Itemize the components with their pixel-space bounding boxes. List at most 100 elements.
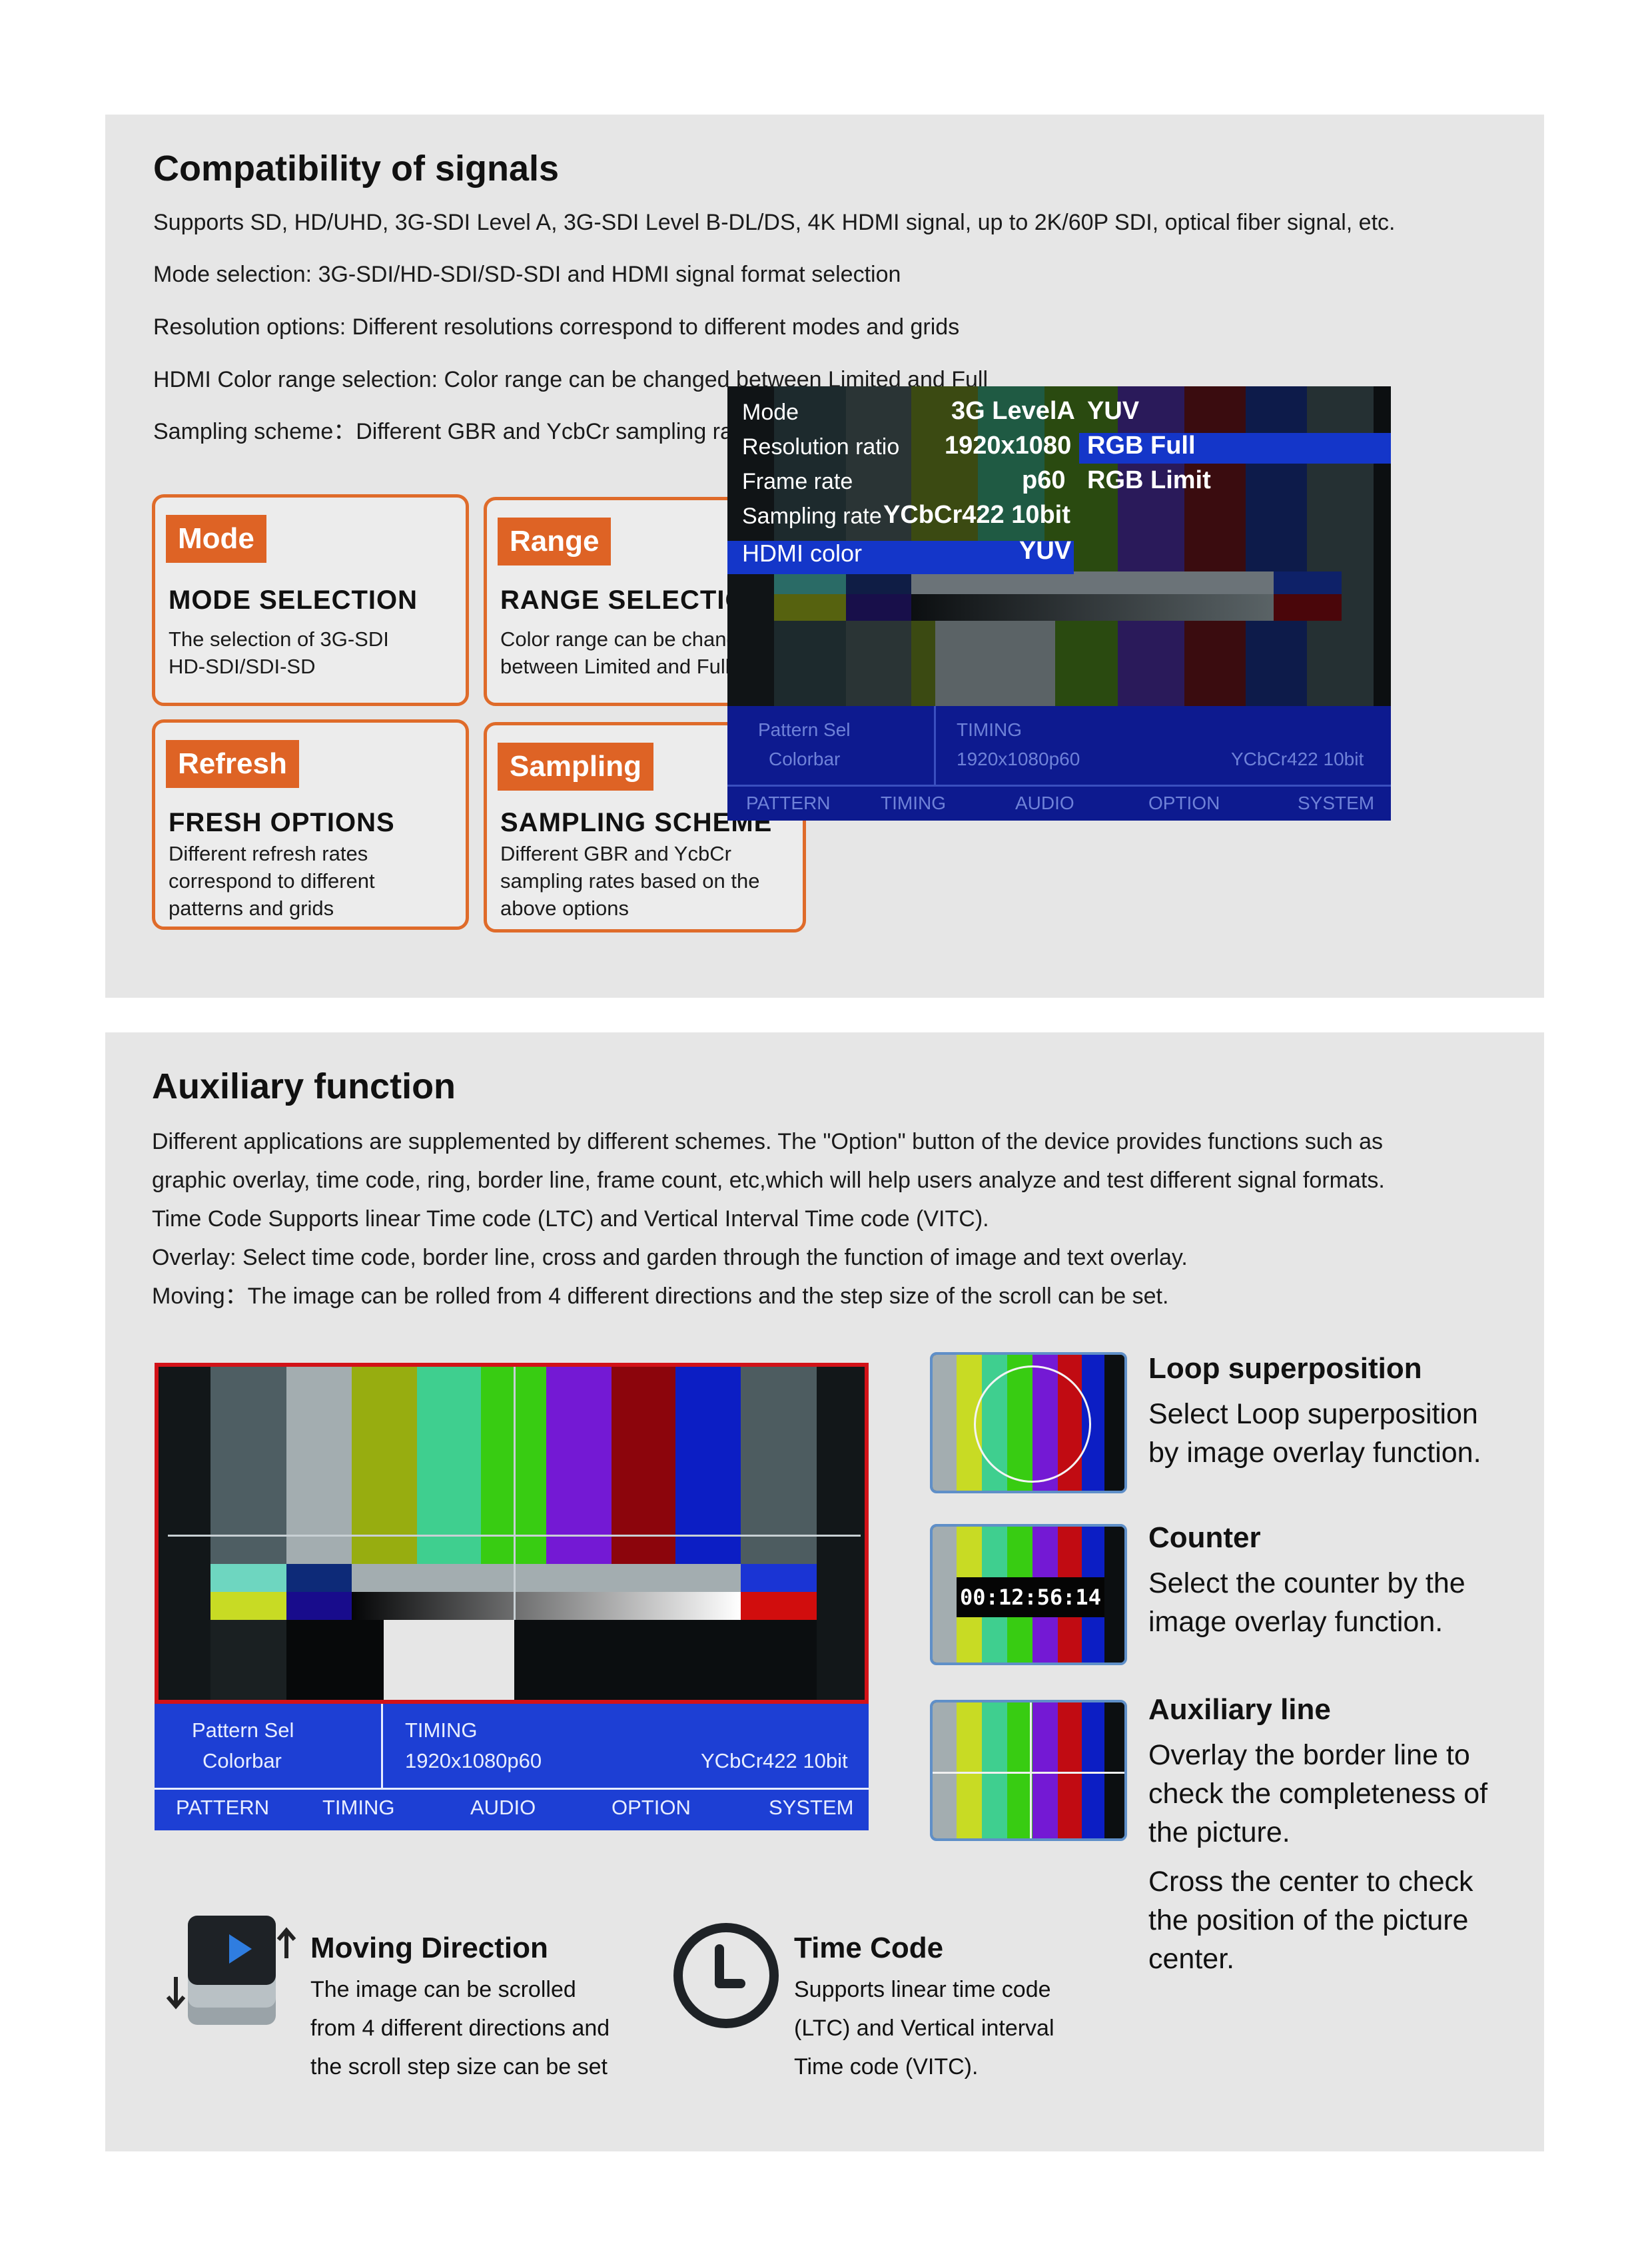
screen2-menu-pattern[interactable]: PATTERN	[176, 1796, 270, 1819]
screen1-menu-audio[interactable]: AUDIO	[1015, 793, 1074, 813]
mode-card-desc-1: The selection of 3G-SDI	[169, 627, 389, 651]
screen2-info-bar: Pattern Sel Colorbar TIMING 1920x1080p60…	[155, 1704, 869, 1830]
sampling-card-desc-3: above options	[500, 897, 629, 920]
compat-line-1: Supports SD, HD/UHD, 3G-SDI Level A, 3G-…	[153, 210, 1396, 235]
mode-badge: Mode	[166, 515, 266, 563]
refresh-badge: Refresh	[166, 740, 299, 788]
counter-display: 00:12:56:14	[957, 1577, 1104, 1617]
osd-sampling-label: Sampling rate	[742, 504, 882, 529]
time-code-desc-2: (LTC) and Vertical interval	[794, 2016, 1054, 2041]
time-code-desc-1: Supports linear time code	[794, 1977, 1051, 2002]
mode-card-desc-2: HD-SDI/SDI-SD	[169, 655, 316, 678]
range-card-desc-2: between Limited and Full	[500, 655, 730, 678]
screen2-timing-value: 1920x1080p60	[405, 1749, 542, 1772]
screen1-menu-timing[interactable]: TIMING	[881, 793, 946, 813]
sampling-card-desc-1: Different GBR and YcbCr	[500, 842, 731, 865]
auxiliary-line-title: Auxiliary line	[1148, 1693, 1331, 1726]
aux-line-5: Moving：The image can be rolled from 4 di…	[152, 1284, 1169, 1309]
aux-horizontal-line	[933, 1772, 1124, 1774]
auxiliary-line-desc-3: the picture.	[1148, 1816, 1290, 1848]
cross-vertical-line	[514, 1367, 516, 1620]
sampling-card-title: SAMPLING SCHEME	[500, 808, 773, 837]
auxiliary-line-desc-2: check the completeness of	[1148, 1778, 1488, 1810]
osd-resolution-label: Resolution ratio	[742, 434, 900, 460]
range-badge: Range	[498, 518, 612, 565]
osd-mode-value: 3G LevelA	[951, 397, 1075, 425]
osd-hdmi-value: YUV	[1019, 537, 1072, 565]
screen1-pattern-sel: Pattern Sel	[758, 719, 851, 740]
osd-resolution-value: 1920x1080	[945, 432, 1072, 460]
screen1-menu-pattern[interactable]: PATTERN	[746, 793, 831, 813]
osd-hdmi-label: HDMI color	[742, 540, 863, 567]
device-screen-colorbar	[155, 1363, 869, 1704]
screen2-timing-label: TIMING	[405, 1718, 478, 1742]
section-title-auxiliary: Auxiliary function	[152, 1066, 456, 1106]
aux-vertical-line	[1030, 1702, 1032, 1838]
compat-line-3: Resolution options: Different resolution…	[153, 314, 960, 340]
loop-superposition-desc-2: by image overlay function.	[1148, 1437, 1481, 1469]
screen2-pattern-value: Colorbar	[203, 1749, 282, 1772]
refresh-card-desc-3: patterns and grids	[169, 897, 334, 920]
osd-framerate-value: p60	[1022, 466, 1066, 494]
aux-line-2: graphic overlay, time code, ring, border…	[152, 1168, 1385, 1193]
aux-line-3: Time Code Supports linear Time code (LTC…	[152, 1206, 989, 1232]
hdmi-color-highlight	[727, 541, 1074, 574]
scroll-direction-icon	[160, 1912, 306, 2038]
option-rgb-limit[interactable]: RGB Limit	[1087, 466, 1211, 494]
refresh-card-desc-2: correspond to different	[169, 869, 375, 893]
cross-center-desc-3: center.	[1148, 1943, 1235, 1975]
refresh-card: Refresh FRESH OPTIONS Different refresh …	[152, 719, 469, 930]
time-code-title: Time Code	[794, 1932, 944, 1964]
option-yuv[interactable]: YUV	[1087, 397, 1140, 425]
screen1-info-bar	[727, 706, 1391, 821]
counter-desc-2: image overlay function.	[1148, 1606, 1444, 1638]
loop-superposition-title: Loop superposition	[1148, 1352, 1422, 1385]
screen2-menu-system[interactable]: SYSTEM	[769, 1796, 854, 1819]
device-screen-settings: Mode 3G LevelA Resolution ratio 1920x108…	[727, 386, 1391, 821]
rgb-full-highlight	[1079, 433, 1391, 464]
screen2-pattern-sel: Pattern Sel	[192, 1718, 294, 1742]
osd-framerate-label: Frame rate	[742, 469, 853, 494]
screen1-pattern-value: Colorbar	[769, 749, 841, 769]
osd-mode-label: Mode	[742, 400, 799, 425]
section-title-compatibility: Compatibility of signals	[153, 149, 560, 188]
compat-line-2: Mode selection: 3G-SDI/HD-SDI/SD-SDI and…	[153, 262, 901, 287]
screen1-menu-system[interactable]: SYSTEM	[1298, 793, 1375, 813]
auxiliary-line-desc-1: Overlay the border line to	[1148, 1739, 1470, 1771]
mode-card-title: MODE SELECTION	[169, 585, 418, 615]
auxiliary-line-thumb	[930, 1700, 1127, 1841]
clock-icon	[670, 1920, 782, 2032]
screen1-sampling-value: YCbCr422 10bit	[1231, 749, 1364, 769]
loop-superposition-thumb	[930, 1352, 1127, 1493]
osd-sampling-value: YCbCr422 10bit	[883, 501, 1070, 529]
range-card-desc-1: Color range can be changed	[500, 627, 761, 651]
screen2-menu-option[interactable]: OPTION	[612, 1796, 691, 1819]
screen1-timing-value: 1920x1080p60	[957, 749, 1080, 769]
option-rgb-full[interactable]: RGB Full	[1087, 432, 1196, 460]
screen2-sampling-value: YCbCr422 10bit	[701, 1749, 848, 1772]
cross-center-desc-1: Cross the center to check	[1148, 1866, 1473, 1898]
screen1-timing-label: TIMING	[957, 719, 1022, 740]
moving-direction-desc-2: from 4 different directions and	[310, 2016, 610, 2041]
counter-title: Counter	[1148, 1521, 1261, 1554]
screen2-menu-audio[interactable]: AUDIO	[470, 1796, 536, 1819]
sampling-card-desc-2: sampling rates based on the	[500, 869, 760, 893]
moving-direction-title: Moving Direction	[310, 1932, 548, 1964]
counter-desc-1: Select the counter by the	[1148, 1567, 1465, 1599]
loop-superposition-desc-1: Select Loop superposition	[1148, 1398, 1478, 1430]
counter-thumb: 00:12:56:14	[930, 1524, 1127, 1665]
screen1-menu-option[interactable]: OPTION	[1148, 793, 1220, 813]
cross-center-desc-2: the position of the picture	[1148, 1904, 1469, 1936]
sampling-badge: Sampling	[498, 743, 654, 791]
range-card-title: RANGE SELECTION	[500, 585, 767, 615]
moving-direction-desc-3: the scroll step size can be set	[310, 2054, 608, 2079]
moving-direction-desc-1: The image can be scrolled	[310, 1977, 576, 2002]
overlay-circle	[974, 1365, 1091, 1483]
mode-card: Mode MODE SELECTION The selection of 3G-…	[152, 494, 469, 706]
aux-line-4: Overlay: Select time code, border line, …	[152, 1245, 1188, 1270]
aux-line-1: Different applications are supplemented …	[152, 1129, 1384, 1154]
refresh-card-title: FRESH OPTIONS	[169, 808, 395, 837]
time-code-desc-3: Time code (VITC).	[794, 2054, 979, 2079]
screen2-menu-timing[interactable]: TIMING	[322, 1796, 395, 1819]
refresh-card-desc-1: Different refresh rates	[169, 842, 368, 865]
